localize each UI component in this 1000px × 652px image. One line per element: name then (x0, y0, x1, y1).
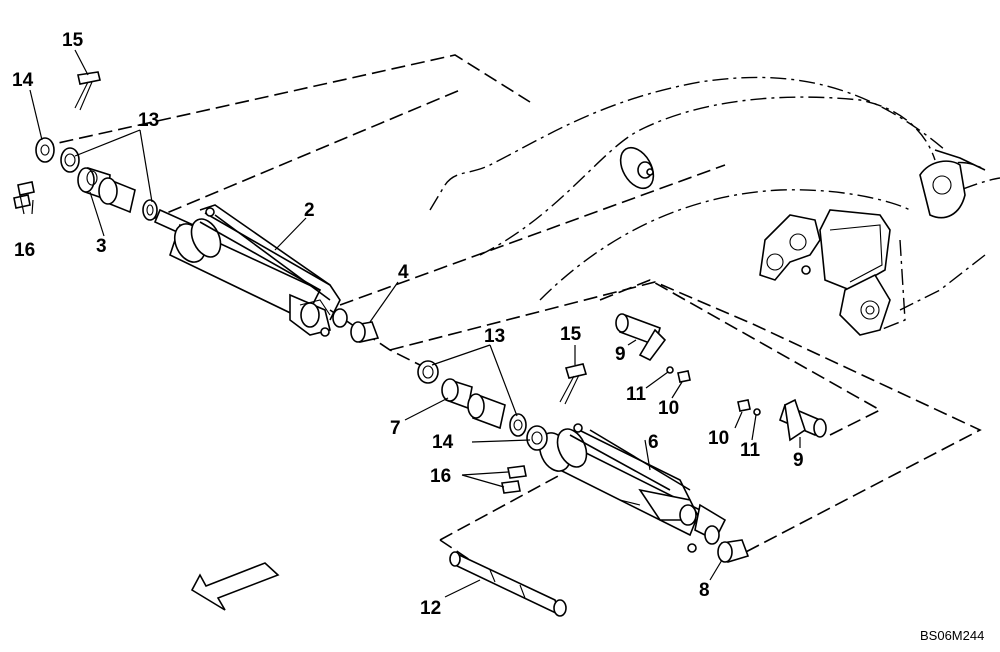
assembly-lines (39, 54, 982, 561)
part-12-pin (449, 551, 567, 617)
direction-arrow (190, 562, 280, 611)
callout-11-right: 11 (740, 440, 761, 461)
callout-7: 7 (390, 418, 401, 439)
part-13-lower-b (509, 413, 527, 437)
part-15-upper (77, 71, 101, 85)
callout-16-lower: 16 (430, 466, 451, 487)
part-13-upper-a (60, 147, 80, 173)
boom-outline (429, 76, 1000, 331)
callout-12: 12 (420, 598, 441, 619)
callout-6: 6 (648, 432, 659, 453)
upper-parts (13, 71, 380, 343)
part-16-lower-b (501, 480, 521, 494)
part-16-upper-b (13, 194, 31, 209)
lower-parts (417, 360, 750, 563)
callout-15-lower: 15 (560, 324, 582, 345)
part-13-lower-a (417, 360, 439, 384)
callout-15-upper: 15 (62, 30, 84, 51)
part-16-lower-a (507, 465, 527, 479)
part-15-lower (564, 363, 588, 379)
part-13-upper-b (142, 199, 158, 221)
callout-10-right: 10 (708, 428, 729, 449)
part-16-upper-a (17, 181, 35, 196)
callout-11-left: 11 (626, 384, 647, 405)
cylinder-upper (153, 204, 348, 337)
part-14-upper (35, 137, 55, 163)
callout-9-left: 9 (615, 344, 626, 365)
boom-pin-boss (619, 146, 655, 190)
callout-14-upper: 14 (12, 70, 34, 91)
part-14-lower (526, 425, 548, 451)
boom-bracket (759, 149, 986, 336)
callout-4: 4 (398, 262, 409, 283)
callout-labels: 15 14 13 16 3 2 4 13 15 9 11 10 7 14 16 … (12, 30, 984, 643)
callout-8: 8 (699, 580, 710, 601)
callout-9-right: 9 (793, 450, 804, 471)
leader-lines (19, 49, 801, 598)
callout-13-upper: 13 (138, 110, 159, 131)
callout-13-lower: 13 (484, 326, 505, 347)
callout-16-upper: 16 (14, 240, 35, 261)
callout-3: 3 (96, 236, 107, 257)
callout-2: 2 (304, 200, 315, 221)
callout-10-left: 10 (658, 398, 679, 419)
cylinder-lower (538, 423, 727, 553)
drawing-code: BS06M244 (920, 628, 984, 643)
part-9-pins (615, 313, 827, 442)
callout-14-lower: 14 (432, 432, 454, 453)
